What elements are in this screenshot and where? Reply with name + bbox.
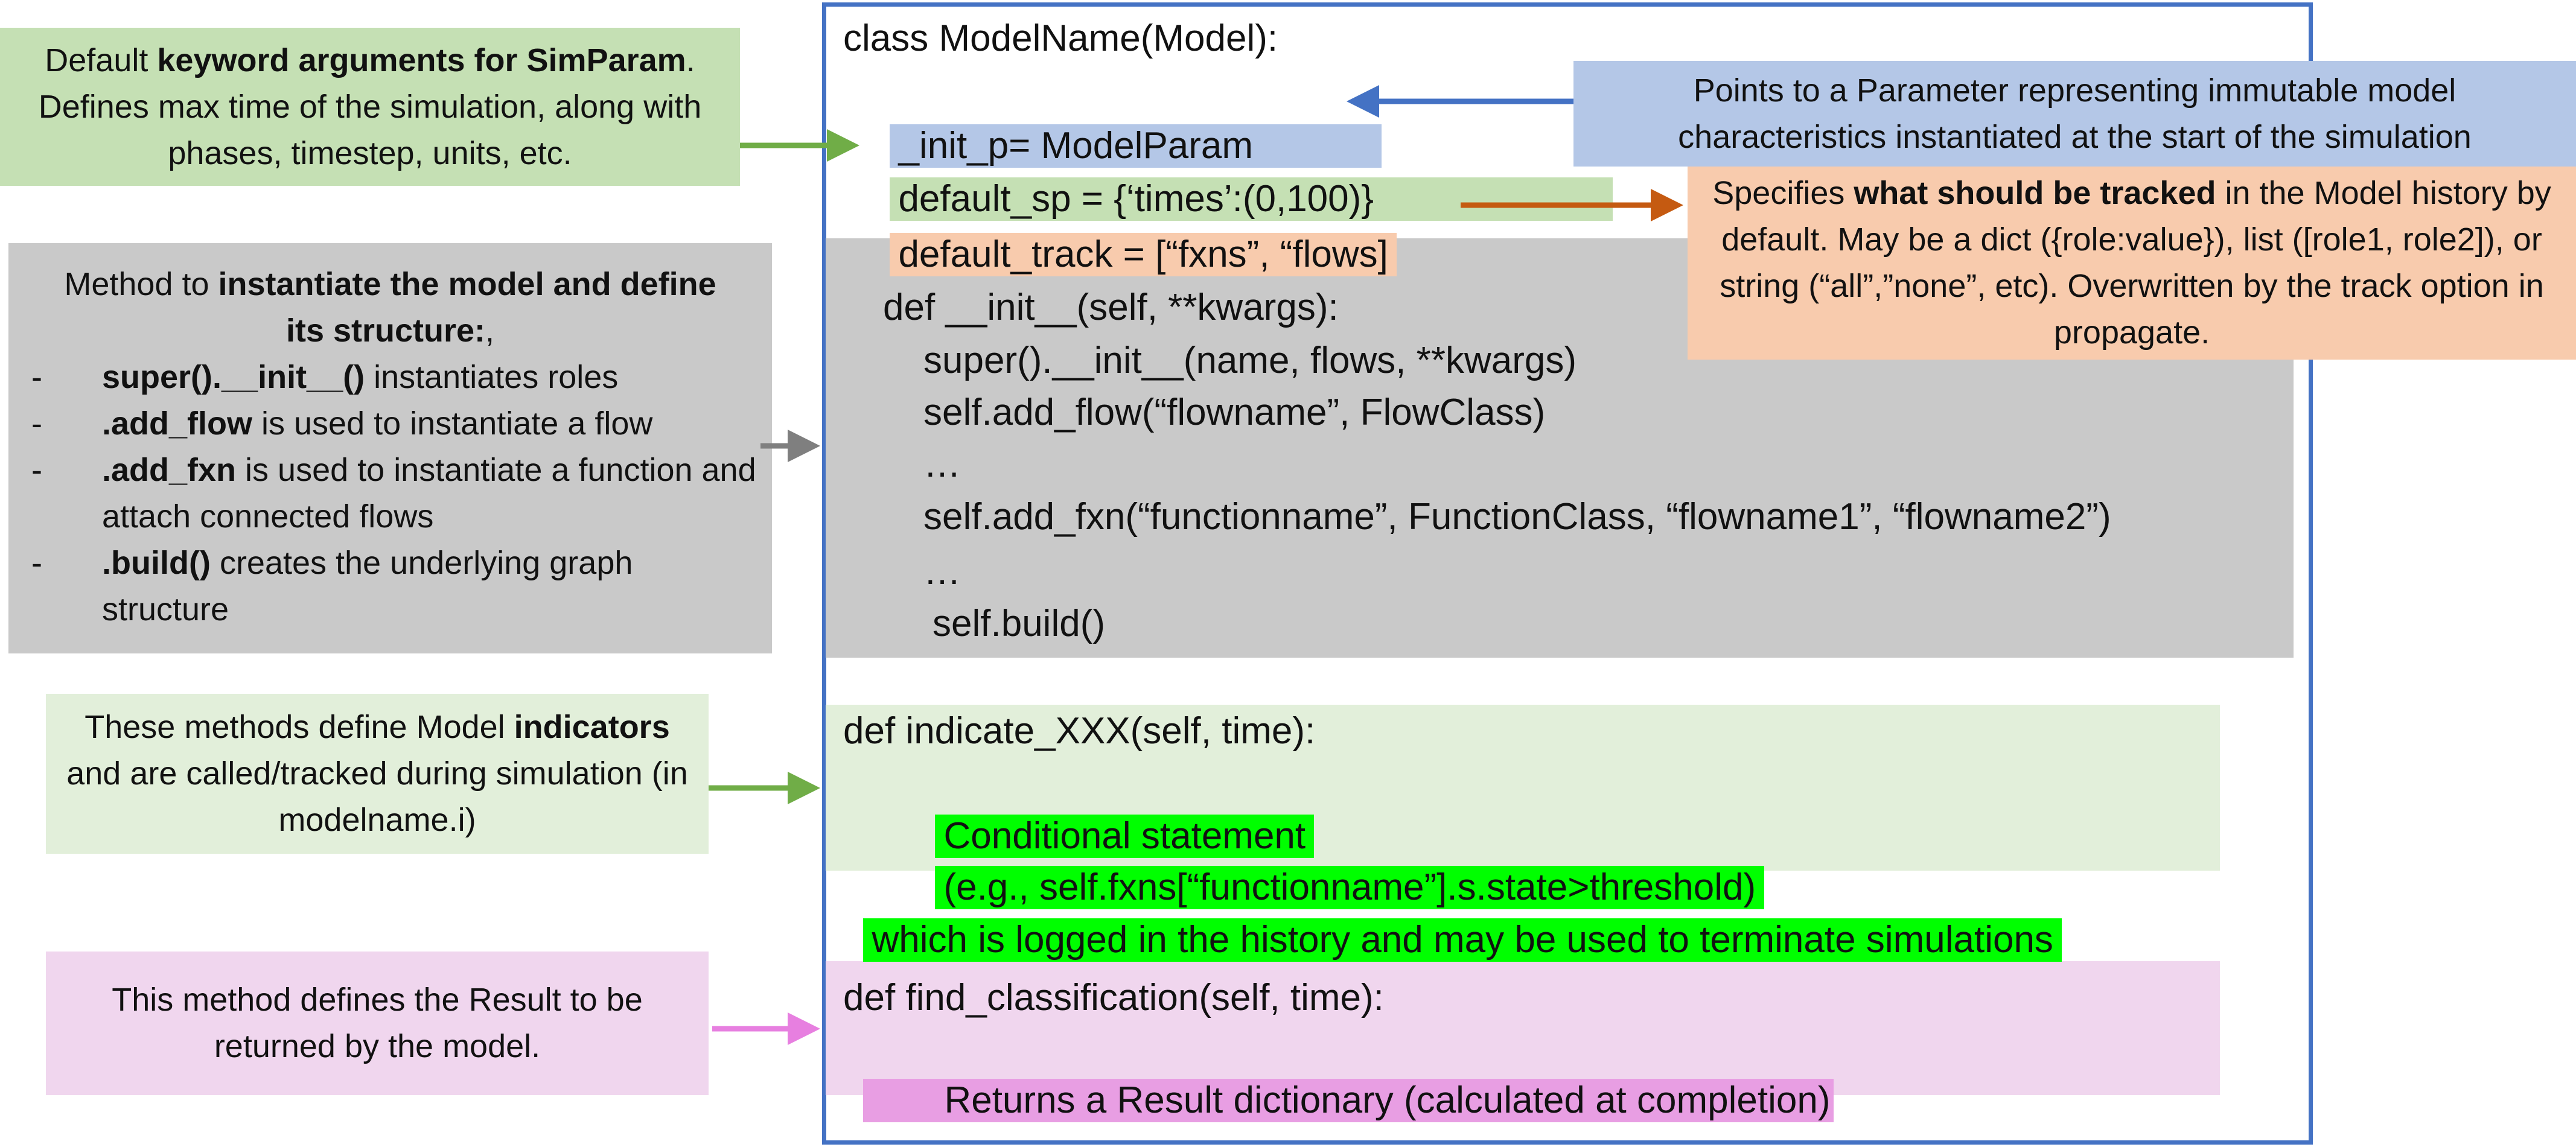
ellipsis-line-1: … [923,443,961,485]
init-p-attribute: _init_p= ModelParam [890,124,1382,168]
find-classification-def-line: def find_classification(self, time): [843,977,1384,1018]
ellipsis-line-2: … [923,551,961,593]
indicators-note: These methods define Model indicators an… [46,694,709,854]
add-flow-line: self.add_flow(“flowname”, FlowClass) [923,392,1546,433]
param-note: Points to a Parameter representing immut… [1573,61,2576,167]
add-fxn-line: self.add_fxn(“functionname”, FunctionCla… [923,496,2111,538]
indicate-def-line: def indicate_XXX(self, time): [843,710,1316,752]
init-method-note: Method to instantiate the model and defi… [8,243,772,653]
simparam-note: Default keyword arguments for SimParam. … [0,28,740,186]
build-line: self.build() [933,603,1105,644]
logged-history-line: which is logged in the history and may b… [863,918,2062,962]
result-note: This method defines the Result to be ret… [46,952,709,1095]
track-note-bold: what should be tracked [1854,175,2216,211]
simparam-note-bold: keyword arguments for SimParam [157,42,686,78]
conditional-example: (e.g., self.fxns[“functionname”].s.state… [935,866,1765,909]
super-init-line: super().__init__(name, flows, **kwargs) [923,340,1577,381]
init-def-line: def __init__(self, **kwargs): [883,287,1339,328]
conditional-statement: Conditional statement [935,815,1315,858]
init-method-bullets: -super().__init__() instantiates roles -… [21,354,760,633]
class-definition-line: class ModelName(Model): [843,17,1278,59]
model-code-frame [822,2,2313,1145]
bullet-add-flow: -.add_flow is used to instantiate a flow [31,405,653,442]
track-note: Specifies what should be tracked in the … [1688,167,2576,360]
default-track-attribute: default_track = [“fxns”, “flows] [890,233,1397,276]
classification-method-region [826,961,2220,1095]
default-sp-attribute: default_sp = {‘times’:(0,100)} [890,177,1613,221]
bullet-build: -.build() creates the underlying graph s… [31,545,633,628]
indicators-note-bold: indicators [514,709,670,745]
returns-result-line: Returns a Result dictionary (calculated … [863,1079,1834,1122]
init-method-note-bold: instantiate the model and define its str… [218,266,716,349]
bullet-add-fxn: -.add_fxn is used to instantiate a funct… [31,452,756,535]
bullet-super-init: -super().__init__() instantiates roles [31,359,619,395]
